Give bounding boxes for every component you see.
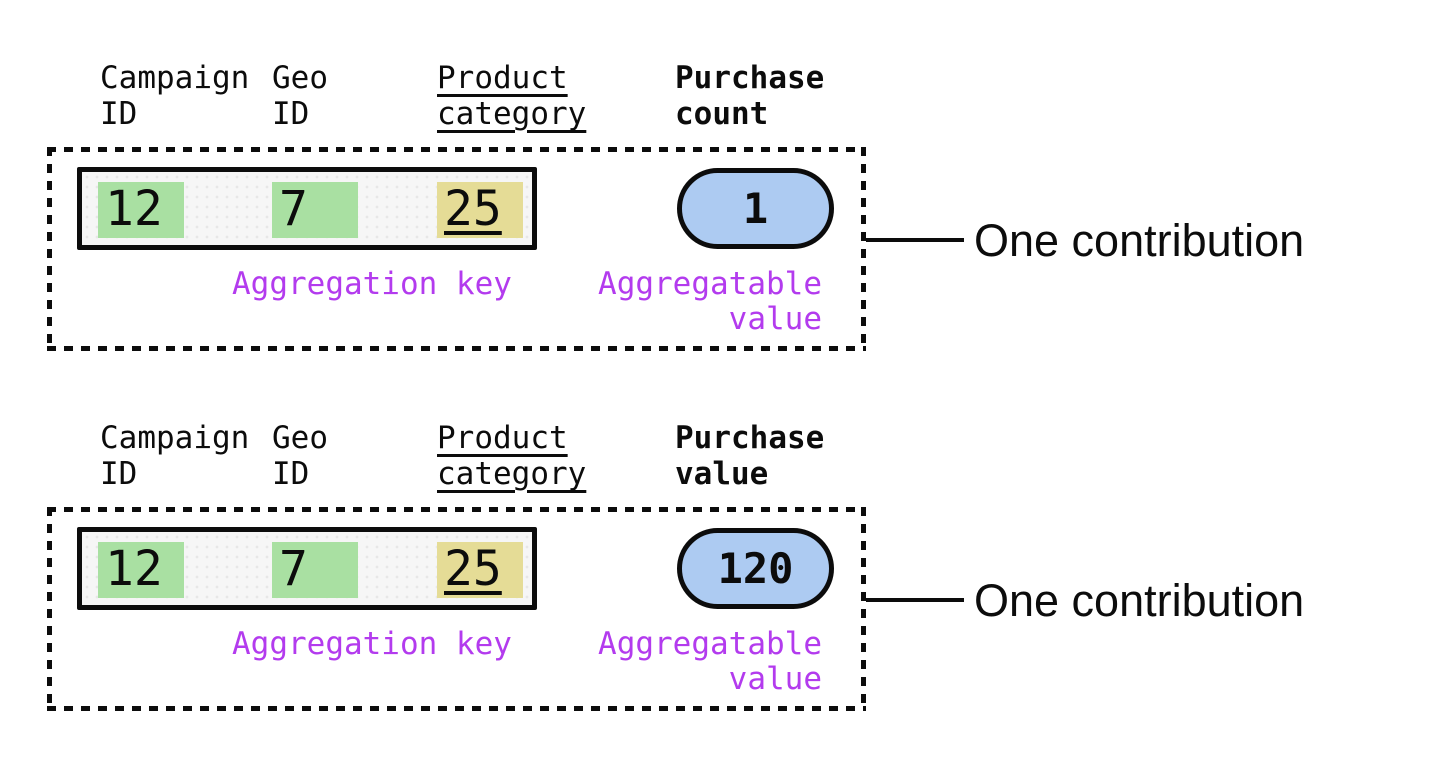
label-line: Aggregatable xyxy=(598,266,822,302)
callout-connector-line xyxy=(866,598,964,602)
header-line: category xyxy=(437,96,587,132)
header-line: Campaign xyxy=(100,420,250,456)
header-line: Geo xyxy=(272,60,328,96)
dashed-edge xyxy=(47,147,866,152)
aggregation-key-label: Aggregation key xyxy=(232,626,512,662)
cell-value: 12 xyxy=(105,541,163,597)
cell-product-category: 25 xyxy=(437,542,523,598)
header-line: ID xyxy=(272,96,310,132)
label-line: value xyxy=(728,301,822,337)
dashed-edge xyxy=(47,346,866,351)
cell-geo-id: 7 xyxy=(272,182,358,238)
one-contribution-label: One contribution xyxy=(974,575,1305,626)
header-line: ID xyxy=(272,456,310,492)
header-line: ID xyxy=(100,456,138,492)
pill-value: 1 xyxy=(742,184,769,233)
dashed-edge xyxy=(47,706,866,711)
aggregatable-value-pill: 120 xyxy=(677,528,834,609)
header-line: Product xyxy=(437,60,568,96)
dashed-edge xyxy=(861,507,866,711)
contribution-boundary xyxy=(47,507,866,711)
cell-campaign-id: 12 xyxy=(98,542,184,598)
header-line: Product xyxy=(437,420,568,456)
contribution-boundary xyxy=(47,147,866,351)
callout-connector-line xyxy=(866,238,964,242)
dashed-edge xyxy=(861,147,866,351)
one-contribution-label: One contribution xyxy=(974,215,1305,266)
cell-campaign-id: 12 xyxy=(98,182,184,238)
cell-value: 25 xyxy=(444,181,502,237)
dashed-edge xyxy=(47,147,52,351)
header-line: category xyxy=(437,456,587,492)
header-line: count xyxy=(675,96,769,132)
header-line: Purchase xyxy=(675,420,825,456)
pill-value: 120 xyxy=(717,544,794,593)
header-line: value xyxy=(675,456,769,492)
header-line: Campaign xyxy=(100,60,250,96)
record-row: 12 7 25 xyxy=(77,167,537,250)
cell-geo-id: 7 xyxy=(272,542,358,598)
dashed-edge xyxy=(47,507,52,711)
aggregation-key-label: Aggregation key xyxy=(232,266,512,302)
cell-value: 12 xyxy=(105,181,163,237)
cell-product-category: 25 xyxy=(437,182,523,238)
label-line: value xyxy=(728,661,822,697)
aggregatable-value-pill: 1 xyxy=(677,168,834,249)
record-row: 12 7 25 xyxy=(77,527,537,610)
cell-value: 25 xyxy=(444,541,502,597)
dashed-edge xyxy=(47,507,866,512)
header-line: Geo xyxy=(272,420,328,456)
label-line: Aggregatable xyxy=(598,626,822,662)
cell-value: 7 xyxy=(279,541,308,597)
header-line: ID xyxy=(100,96,138,132)
header-line: Purchase xyxy=(675,60,825,96)
cell-value: 7 xyxy=(279,181,308,237)
